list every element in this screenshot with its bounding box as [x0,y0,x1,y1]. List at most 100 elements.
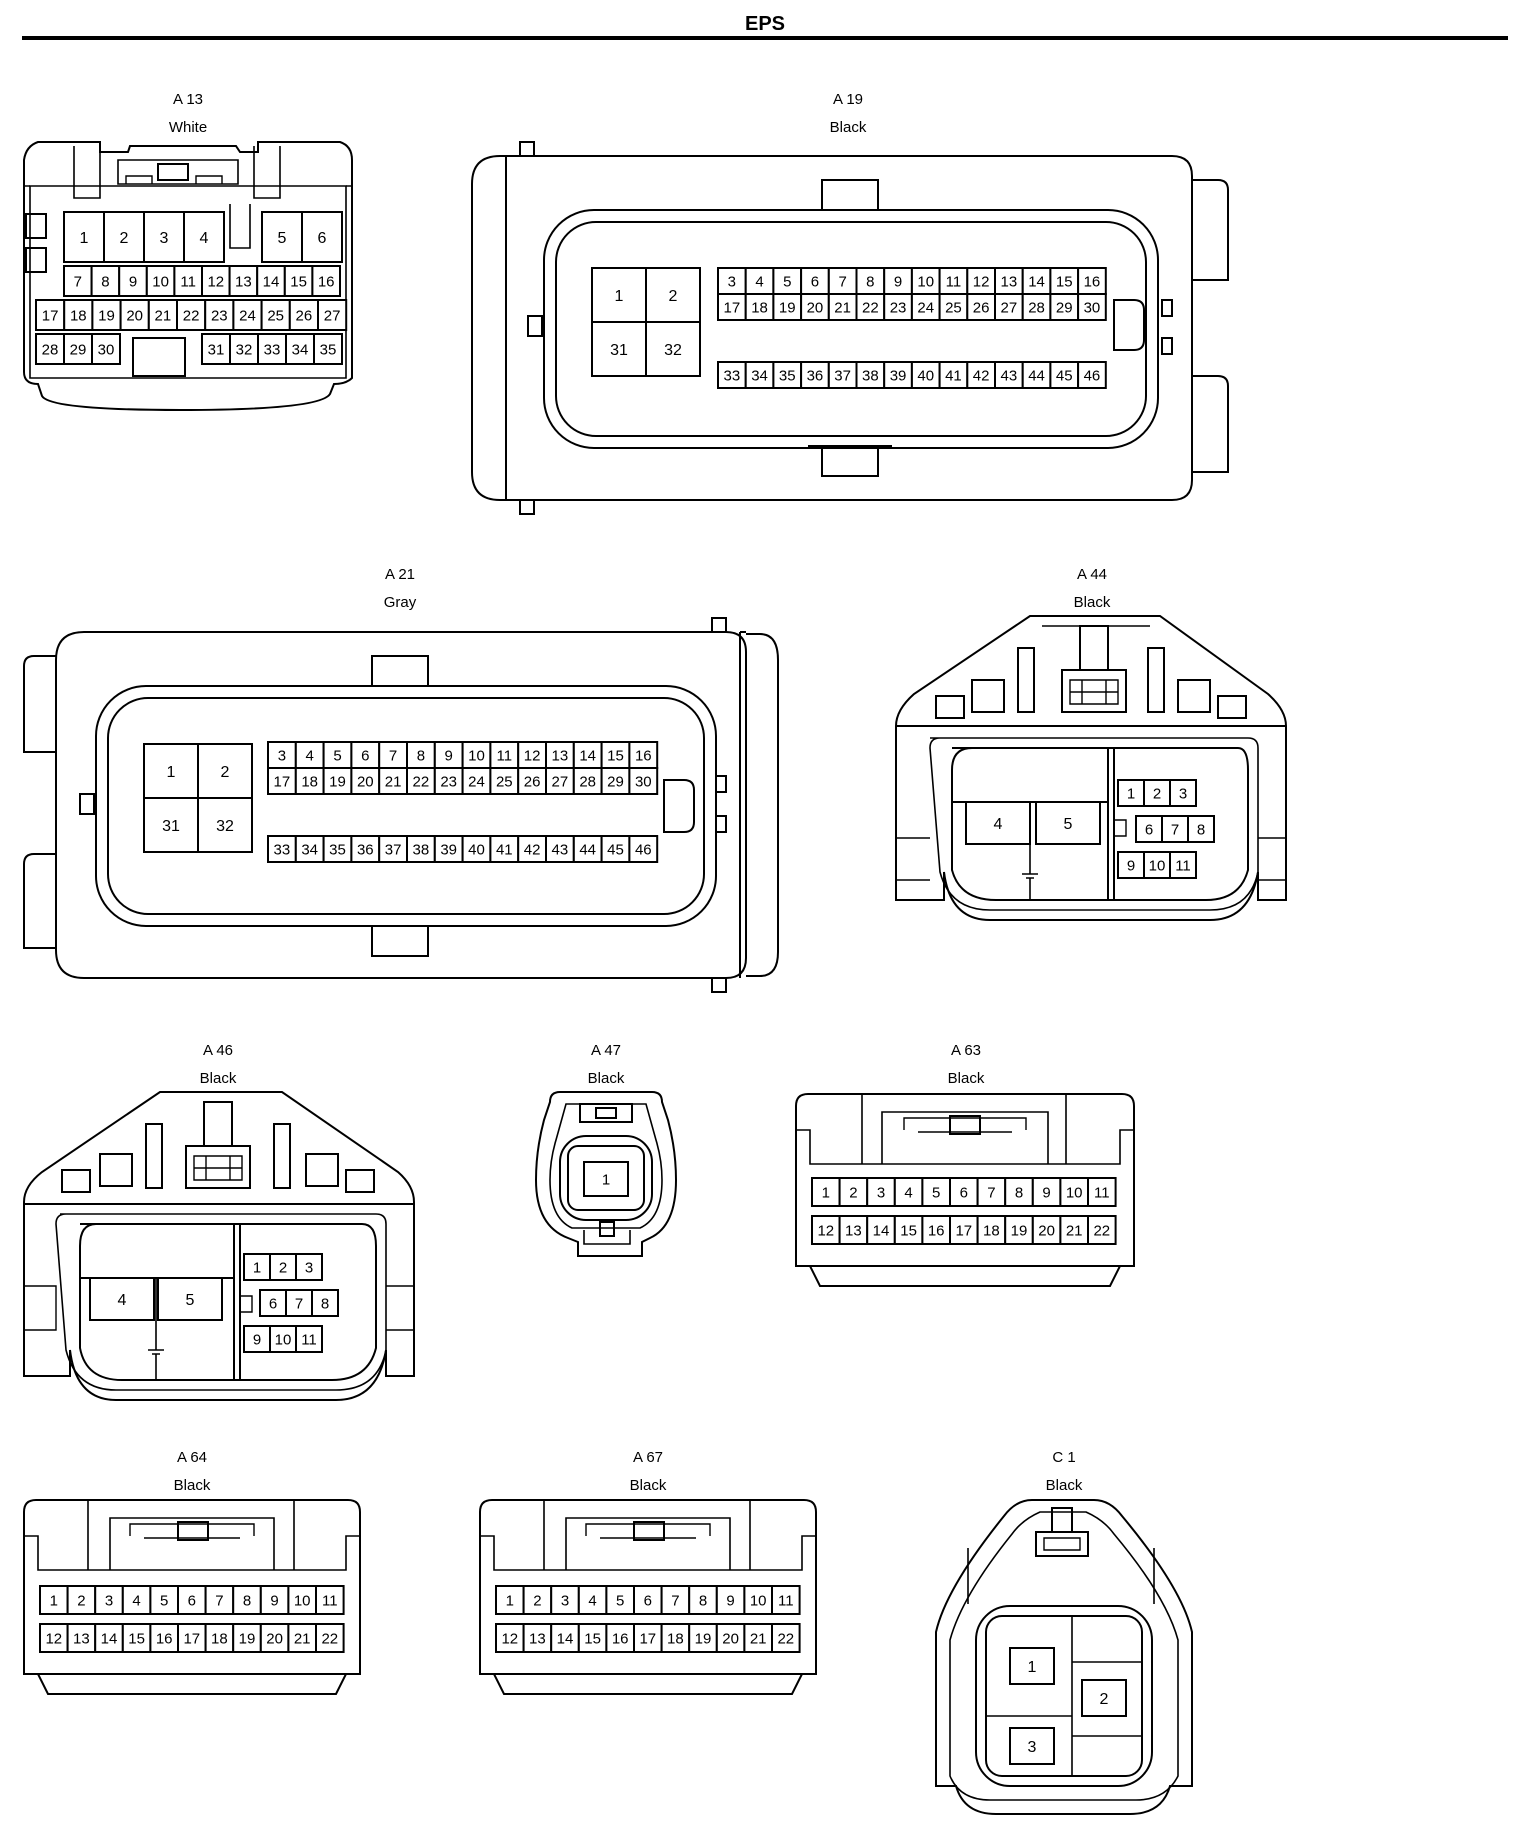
pin-label: 9 [1127,857,1135,874]
pin-label: 4 [132,1592,140,1609]
pin-cavity [489,741,520,769]
pin-label: 9 [253,1331,261,1348]
pin-label: 8 [417,747,425,764]
pin-label: 37 [834,367,851,384]
pin-label: 10 [152,273,169,290]
pin-cavity [232,1585,262,1615]
pin-cavity [772,293,803,321]
pin-cavity [545,835,575,863]
pin-label: 6 [960,1184,968,1201]
pin-label: 24 [917,299,934,316]
pin-label: 28 [42,341,59,358]
pin-label: 23 [890,299,907,316]
pin-cavity [628,835,659,863]
pin-label: 9 [445,747,453,764]
pin-label: 1 [253,1259,261,1276]
pin-label: 12 [524,747,541,764]
pin-label: 13 [73,1630,90,1647]
pin-cavity [838,1215,869,1245]
pin-label: 32 [664,342,682,359]
pin-label: 14 [1028,273,1045,290]
pin-cavity [285,1289,313,1317]
connector-a63-color: Black [948,1070,985,1087]
pin-label: 17 [955,1222,972,1239]
pin-cavity [257,333,287,365]
connector-a47-id: A 47 [591,1042,621,1059]
pin-cavity [1187,815,1215,843]
pin-label: 8 [699,1592,707,1609]
pin-cavity [811,1177,841,1207]
pin-label: 10 [1066,1184,1083,1201]
pin-cavity [232,299,263,331]
pin-cavity [232,1623,262,1653]
pin-label: 7 [389,747,397,764]
pin-cavity [176,299,207,331]
pin-label: 38 [862,367,879,384]
pin-label: 18 [983,1222,1000,1239]
connector-a13-id: A 13 [173,91,203,108]
pin-label: 20 [126,307,143,324]
pin-cavity [315,1623,345,1653]
connector-c1-color: Black [1046,1477,1083,1494]
pin-label: 26 [524,773,541,790]
pin-label: 33 [274,841,291,858]
pin-cavity [771,1585,801,1615]
pin-cavity [522,1623,553,1653]
pin-label: 30 [635,773,652,790]
pin-cavity [267,767,297,795]
pin-label: 1 [822,1184,830,1201]
pin-cavity [121,1623,152,1653]
pin-label: 21 [750,1630,767,1647]
pin-label: 13 [552,747,569,764]
pin-label: 11 [322,1592,338,1609]
pin-label: 46 [1084,367,1101,384]
pin-cavity [1049,293,1080,321]
pin-label: 20 [1038,1222,1055,1239]
pin-cavity [118,265,148,297]
page-title: EPS [745,13,785,35]
pin-label: 39 [440,841,457,858]
pin-label: 21 [1066,1222,1083,1239]
pin-cavity [966,361,996,389]
connector-a44-id: A 44 [1077,566,1107,583]
pin-label: 12 [501,1630,518,1647]
pin-label: 29 [607,773,624,790]
pin-label: 2 [279,1259,287,1276]
pin-label: 14 [263,273,280,290]
pin-label: 5 [783,273,791,290]
pin-label: 12 [973,273,990,290]
pin-cavity [406,835,436,863]
pin-label: 39 [890,367,907,384]
pin-label: 20 [266,1630,283,1647]
connector-a46-housing [23,1091,415,1401]
pin-label: 27 [324,307,341,324]
pin-label: 9 [726,1592,734,1609]
pin-cavity [350,741,381,769]
pin-label: 46 [635,841,652,858]
pin-label: 45 [607,841,624,858]
pin-label: 7 [215,1592,223,1609]
pin-label: 2 [669,288,678,305]
pin-cavity [259,1585,290,1615]
pin-label: 11 [497,747,513,764]
pin-cavity [91,333,121,365]
pin-label: 16 [318,273,335,290]
pin-label: 8 [1015,1184,1023,1201]
pin-label: 1 [50,1592,58,1609]
pin-label: 6 [811,273,819,290]
pin-label: 19 [1011,1222,1028,1239]
connector-a47: A 47 Black 1 [534,1042,678,1257]
pin-cavity [1021,361,1052,389]
pin-label: 11 [1175,857,1191,874]
connector-a47-housing [534,1091,678,1257]
pin-cavity [600,741,631,769]
pin-label: 23 [211,307,228,324]
pin-cavity [910,267,941,295]
pin-label: 44 [579,841,596,858]
pin-label: 14 [557,1630,574,1647]
pin-label: 15 [1056,273,1073,290]
